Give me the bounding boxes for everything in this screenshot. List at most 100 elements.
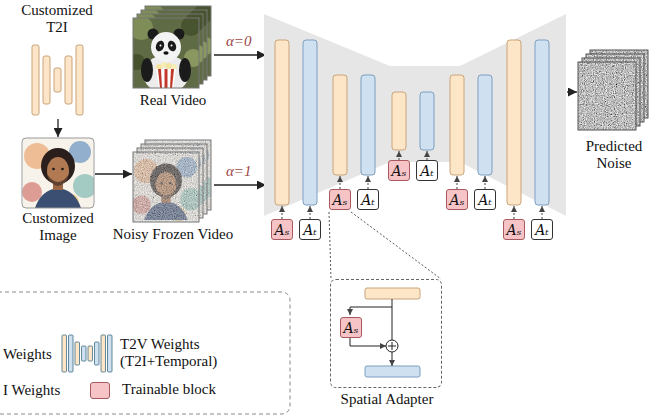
t2v-weights-icon — [88, 346, 93, 361]
spatial-adapter-block: Aₛ — [388, 160, 410, 181]
node-label: Customized T2I — [17, 2, 97, 36]
node-label: Aₛ — [392, 163, 407, 179]
unet-layer-bar — [275, 40, 549, 205]
alpha-label: α=1 — [226, 163, 252, 180]
unet-layer-bar — [507, 40, 521, 205]
node-label: Predicted Noise — [574, 138, 654, 172]
legend-text: Weights — [3, 346, 63, 363]
real-video-frames — [133, 18, 199, 88]
image-stack: Real Video — [133, 6, 213, 88]
unet-layer-bar — [392, 92, 406, 150]
unet-layer-bar — [303, 40, 317, 205]
adapter-detail — [350, 337, 386, 346]
temporal-adapter-block: Aₜ — [531, 219, 553, 240]
spatial-adapter-block: Aₛ — [271, 219, 293, 240]
caption-holder: Customized Image — [12, 210, 104, 244]
image-stack: Customized Image — [22, 138, 94, 208]
temporal-adapter-block: Aₜ — [474, 189, 496, 210]
caption-holder: Real Video — [118, 92, 228, 109]
image-stack: Predicted Noise — [578, 48, 650, 132]
unet-background — [264, 14, 566, 216]
temporal-adapter-block: Aₜ — [357, 189, 379, 210]
t2v-weights-icon — [62, 335, 67, 372]
legend-text: I Weights — [3, 382, 81, 399]
adapter-detail — [365, 288, 420, 299]
image-stack: Noisy Frozen Video — [133, 140, 213, 222]
t2v-weights-icon — [75, 342, 80, 365]
t2v-weights-icon — [69, 335, 74, 372]
flow-arrow — [95, 173, 132, 174]
spatial-adapter-block: Aₛ — [503, 219, 525, 240]
t2v-weights-icon — [101, 335, 106, 372]
noise-frames — [578, 62, 636, 130]
adapter-injection-arrow — [457, 176, 458, 189]
node-label: Aₜ — [535, 222, 549, 238]
adapter-injection-arrow — [282, 206, 283, 219]
real-video-frames — [129, 16, 202, 93]
t2v-weights-icon — [82, 346, 87, 361]
adapter-injection-arrow — [485, 176, 486, 189]
flow-arrow — [57, 119, 58, 137]
legend-swatch — [90, 382, 110, 399]
adapter-detail — [350, 307, 392, 315]
caption-holder: Spatial Adapter — [322, 391, 452, 408]
adapter-detail — [386, 340, 398, 352]
unet-layer-bar — [535, 40, 549, 205]
caption-holder: Noisy Frozen Video — [93, 226, 253, 243]
spatial-adapter-block: Aₛ — [340, 317, 362, 338]
adapter-detail — [392, 352, 393, 366]
t2i-unet-icon — [43, 56, 50, 104]
customized-portrait — [22, 138, 97, 210]
spatial-adapter-block: Aₛ — [329, 189, 351, 210]
customized-portrait — [22, 138, 94, 208]
node-label: Aₛ — [507, 222, 522, 238]
adapter-injection-arrow — [310, 206, 311, 219]
node-label: Aₛ — [275, 222, 290, 238]
node-label: Aₛ — [450, 192, 465, 208]
node-label: Real Video — [118, 92, 228, 109]
unet-layer-bar — [420, 92, 434, 150]
noise-frames — [578, 50, 648, 130]
noisy-video-frames — [133, 152, 199, 222]
adapter-detail — [365, 366, 420, 377]
noisy-video-frames — [132, 140, 215, 222]
adapter-injection-arrow — [282, 151, 542, 219]
adapter-injection-arrow — [427, 151, 428, 160]
output-arrow — [567, 91, 577, 92]
node-label: Aₜ — [420, 163, 434, 179]
customized-portrait — [22, 138, 97, 210]
adapter-injection-arrow — [542, 206, 543, 219]
alpha-label: α=0 — [226, 33, 252, 50]
spatial-adapter-block: Aₛ — [446, 189, 468, 210]
node-label: Aₛ — [344, 320, 359, 336]
t2i-unet-icon — [32, 45, 39, 115]
unet-layer-bar — [333, 75, 347, 175]
adapter-detail — [392, 342, 393, 350]
legend-text: T2V Weights (T2I+Temporal) — [120, 336, 270, 370]
legend-frame — [0, 292, 290, 414]
temporal-adapter-block: Aₜ — [416, 160, 438, 181]
adapter-injection-arrow — [514, 206, 515, 219]
adapter-detail — [392, 299, 393, 340]
adapter-injection-arrow — [368, 176, 369, 189]
model-node: Customized T2I — [17, 2, 97, 118]
adapter-injection-arrow — [399, 151, 400, 160]
node-label: Noisy Frozen Video — [93, 226, 253, 243]
input-arrow — [214, 184, 266, 185]
zoom-line — [329, 212, 441, 279]
node-label: Spatial Adapter — [322, 391, 452, 408]
real-video-frames — [129, 4, 214, 93]
caption-holder: Predicted Noise — [574, 138, 654, 172]
node-label: Aₜ — [361, 192, 375, 208]
noisy-video-frames — [133, 152, 199, 222]
zoom-line — [329, 212, 331, 279]
t2i-unet-icon — [76, 45, 83, 115]
input-arrow — [214, 55, 266, 185]
unet-layer-bar — [478, 75, 492, 175]
node-label: Customized Image — [12, 210, 104, 244]
legend-text: Trainable block — [122, 381, 272, 398]
unet-layer-bar — [450, 75, 464, 175]
zoom-line — [351, 212, 441, 279]
node-label: Aₛ — [333, 192, 348, 208]
noise-frames — [578, 62, 636, 130]
